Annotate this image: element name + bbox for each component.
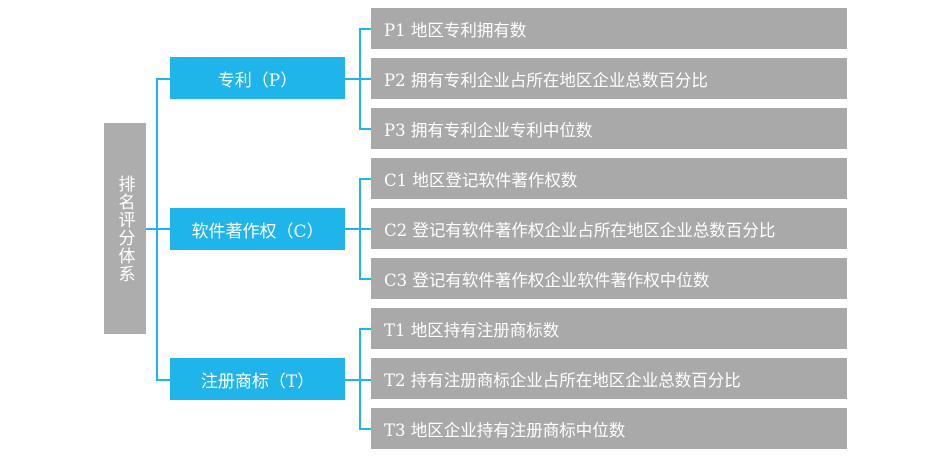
connector-patent-to-p1: [359, 28, 371, 30]
connector-root-to-trademark: [156, 379, 170, 381]
category-patent: 专利（P）: [170, 57, 345, 99]
indicator-p1-label: P1 地区专利拥有数: [384, 20, 527, 40]
indicator-c2-label: C2 登记有软件著作权企业占所在地区企业总数百分比: [384, 220, 776, 240]
connector-software-to-c1: [359, 178, 371, 180]
root-node: 排名评分体系: [104, 123, 146, 334]
root-label: 排名评分体系: [114, 174, 135, 283]
connector-trademark-to-t1: [359, 328, 371, 330]
connector-software-to-c2: [359, 228, 371, 230]
category-software-copyright-label: 软件著作权（C）: [191, 221, 324, 242]
connector-trademark-to-t3: [359, 428, 371, 430]
indicator-c1: C1 地区登记软件著作权数: [371, 158, 847, 199]
connector-software-to-c3: [359, 278, 371, 280]
category-trademark-label: 注册商标（T）: [200, 371, 315, 392]
indicator-c3-label: C3 登记有软件著作权企业软件著作权中位数: [384, 270, 710, 290]
indicator-p2-label: P2 拥有专利企业占所在地区企业总数百分比: [384, 70, 708, 90]
indicator-t3-label: T3 地区企业持有注册商标中位数: [384, 420, 626, 440]
indicator-c2: C2 登记有软件著作权企业占所在地区企业总数百分比: [371, 208, 847, 249]
category-software-copyright: 软件著作权（C）: [170, 208, 345, 250]
category-patent-label: 专利（P）: [217, 70, 298, 91]
category-trademark: 注册商标（T）: [170, 358, 345, 400]
connector-trademark-stem: [345, 379, 360, 381]
indicator-t3: T3 地区企业持有注册商标中位数: [371, 408, 847, 449]
indicator-p2: P2 拥有专利企业占所在地区企业总数百分比: [371, 58, 847, 99]
indicator-t1-label: T1 地区持有注册商标数: [384, 320, 560, 340]
indicator-c1-label: C1 地区登记软件著作权数: [384, 170, 578, 190]
connector-software-stem: [345, 228, 360, 230]
connector-root-stem: [146, 228, 157, 230]
indicator-p3: P3 拥有专利企业专利中位数: [371, 108, 847, 149]
connector-patent-to-p3: [359, 128, 371, 130]
connector-patent-stem: [345, 78, 360, 80]
indicator-t2: T2 持有注册商标企业占所在地区企业总数百分比: [371, 358, 847, 399]
connector-trademark-to-t2: [359, 379, 371, 381]
connector-root-to-patent: [156, 78, 170, 80]
connector-patent-to-p2: [359, 78, 371, 80]
connector-root-to-software: [156, 228, 170, 230]
indicator-p3-label: P3 拥有专利企业专利中位数: [384, 120, 593, 140]
indicator-p1: P1 地区专利拥有数: [371, 8, 847, 49]
indicator-t2-label: T2 持有注册商标企业占所在地区企业总数百分比: [384, 370, 741, 390]
indicator-t1: T1 地区持有注册商标数: [371, 308, 847, 349]
indicator-c3: C3 登记有软件著作权企业软件著作权中位数: [371, 258, 847, 299]
